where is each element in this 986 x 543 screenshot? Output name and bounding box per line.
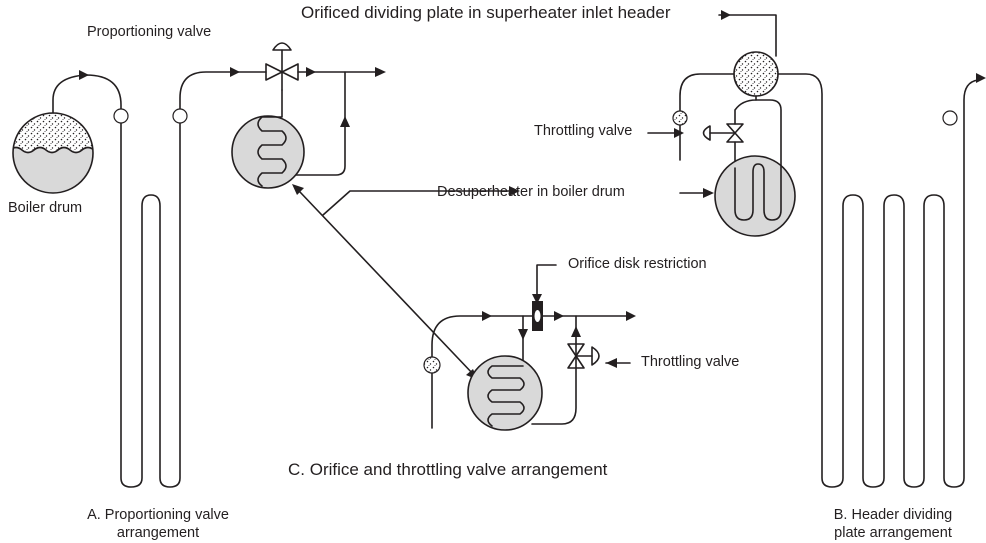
flow-arrow bbox=[79, 70, 89, 80]
throttling-valve-b-symbol bbox=[702, 123, 744, 143]
desuperheater-vessel bbox=[231, 115, 305, 189]
sample-gauge bbox=[172, 108, 188, 124]
flow-arrow bbox=[340, 116, 350, 127]
flow-arrow bbox=[554, 311, 564, 321]
arrangement-c bbox=[423, 264, 636, 431]
throttling-valve-c-symbol bbox=[567, 343, 631, 369]
throttling-valve-b-label: Throttling valve bbox=[534, 123, 633, 139]
sample-gauge bbox=[423, 356, 441, 374]
boiler-drum-label: Boiler drum bbox=[8, 200, 83, 216]
sample-gauge bbox=[942, 110, 958, 126]
desuperheater-vessel bbox=[467, 355, 543, 431]
caption-b-line2: plate arrangement bbox=[834, 525, 952, 541]
desuperheater-coil bbox=[487, 365, 525, 427]
drum-riser-pipe bbox=[52, 71, 267, 488]
arrangement-b bbox=[672, 51, 986, 488]
caption-b-line1: B. Header dividing bbox=[833, 507, 953, 523]
desuperheater-label: Desuperheater in boiler drum bbox=[437, 184, 625, 200]
sample-gauge bbox=[672, 110, 688, 126]
proportioning-valve-label: Proportioning valve bbox=[87, 24, 212, 40]
orifice-disk-label: Orifice disk restriction bbox=[568, 256, 707, 272]
caption-a-line2: arrangement bbox=[116, 525, 200, 541]
arrangement-a bbox=[12, 42, 386, 488]
caption-c: C. Orifice and throttling valve arrangem… bbox=[288, 460, 608, 479]
throttling-valve-c-label: Throttling valve bbox=[641, 354, 740, 370]
orifice-disk-symbol bbox=[532, 301, 543, 331]
sample-gauge bbox=[113, 108, 129, 124]
boiler-drum bbox=[12, 112, 94, 194]
flow-arrow bbox=[976, 73, 986, 83]
caption-a-line1: A. Proportioning valve bbox=[87, 507, 229, 523]
leader-lines bbox=[292, 10, 777, 380]
flow-arrow bbox=[230, 67, 240, 77]
orificed-plate-label: Orificed dividing plate in superheater i… bbox=[301, 3, 671, 22]
flow-arrow bbox=[375, 67, 386, 77]
flow-arrow bbox=[306, 67, 316, 77]
flow-arrow bbox=[626, 311, 636, 321]
proportioning-valve-symbol bbox=[265, 42, 299, 91]
desuperheater-vessel bbox=[714, 155, 796, 237]
desuperheater-coil bbox=[257, 89, 287, 187]
inlet-header bbox=[733, 51, 779, 97]
flow-arrow bbox=[482, 311, 492, 321]
